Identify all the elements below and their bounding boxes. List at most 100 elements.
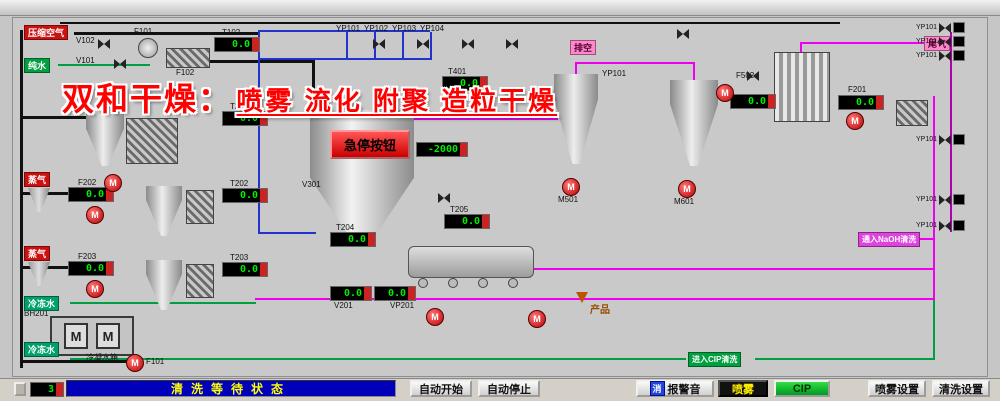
valve-icon (939, 22, 952, 33)
display-unit-tag (260, 112, 267, 125)
display-f202: 0.0 (68, 187, 114, 202)
pipe (933, 300, 935, 358)
pipe (693, 62, 695, 82)
bag-filter[interactable] (186, 190, 214, 224)
valve-label: YP101 (916, 24, 938, 31)
valve-label: YP101 (916, 196, 938, 203)
valve-label: YP101 (916, 136, 938, 143)
pipe (258, 58, 432, 60)
pipe (430, 32, 432, 58)
valve-label: YP101 (916, 222, 938, 229)
pump-f502[interactable]: M (716, 84, 734, 102)
valve-yp104-icon[interactable] (506, 39, 519, 49)
display-counter: 3 (30, 382, 64, 397)
fan-icon-f101[interactable] (138, 38, 158, 58)
pipe (575, 62, 577, 78)
cip-button[interactable]: CIP (774, 380, 830, 397)
display-unit-tag (106, 262, 113, 275)
pump[interactable]: M (104, 174, 122, 192)
display-label-t204: T204 (336, 223, 355, 232)
pump[interactable]: M (528, 310, 546, 328)
auto-start-button[interactable]: 自动开始 (410, 380, 472, 397)
valve-status-box (953, 194, 966, 205)
mute-alarm-button[interactable]: 消 报警音 (636, 380, 714, 397)
pump-m501[interactable]: M (562, 178, 580, 196)
valve-yp102-icon[interactable] (417, 39, 430, 49)
display-t201: 0.0 (222, 111, 268, 126)
valve-icon (939, 194, 952, 205)
valve-v301-icon[interactable] (437, 193, 450, 203)
display-value: 0.0 (461, 216, 480, 227)
pipe (258, 232, 316, 234)
valve-yp103-icon[interactable] (461, 39, 474, 49)
yp101-valve-widget[interactable]: YP101 (916, 220, 966, 231)
bag-filter[interactable] (126, 118, 178, 164)
display-value: 0.0 (239, 190, 258, 201)
valve-status-box (953, 36, 966, 47)
valve-v102-icon[interactable] (98, 39, 110, 49)
display-t102: 0.0 (214, 37, 260, 52)
display-label-v201: V201 (334, 301, 353, 310)
title-bar (0, 0, 1000, 16)
source-label-steam-1: 蒸气 (24, 172, 51, 187)
valve-label-yp101: YP101 (336, 24, 361, 33)
valve-icon (939, 36, 952, 47)
display-label-t201: T201 (230, 102, 249, 111)
display-unit-tag (368, 233, 375, 246)
display-label-t205: T205 (450, 205, 469, 214)
display-t203: 0.0 (222, 262, 268, 277)
yp101-valve-widget[interactable]: YP101 (916, 134, 966, 145)
pipe (58, 64, 150, 66)
display-label-f201: F201 (848, 85, 867, 94)
blower[interactable] (896, 100, 928, 126)
pipe (800, 42, 928, 44)
pump-f101[interactable]: M (126, 354, 144, 372)
display-t204: 0.0 (330, 232, 376, 247)
stream-label-naoh: 通入NaOH清洗 (858, 232, 921, 247)
yp101-valve-widget[interactable]: YP101 (916, 194, 966, 205)
pipe (258, 30, 260, 234)
pump-f201[interactable]: M (846, 112, 864, 130)
pump[interactable]: M (426, 308, 444, 326)
display-value: 0.0 (85, 189, 104, 200)
pipe (20, 30, 23, 368)
source-label-chilled-water-2: 冷冻水 (24, 342, 60, 357)
pipe (20, 360, 130, 363)
yp101-valve-widget[interactable]: YP101 (916, 50, 966, 61)
condensate-tank[interactable]: M M (50, 316, 134, 356)
pump-f203[interactable]: M (86, 280, 104, 298)
display-value: 0.0 (343, 288, 362, 299)
tank-label-bh201: BH201 (24, 309, 49, 318)
display-unit-tag (460, 143, 467, 156)
yp101-valve-widget[interactable]: YP101 (916, 36, 966, 47)
display-value: 0.0 (239, 264, 258, 275)
spray-button[interactable]: 喷雾 (718, 380, 768, 397)
emergency-stop-button[interactable]: 急停按钮 (330, 130, 411, 159)
vent-valve-icon[interactable] (676, 29, 689, 39)
pipe (60, 22, 840, 24)
valve-label-yp102: YP102 (364, 24, 389, 33)
display-f502: 0.0 (730, 94, 776, 109)
fluid-bed[interactable] (408, 246, 534, 278)
valve-yp101-icon[interactable] (372, 39, 385, 49)
valve-label-v101: V101 (76, 56, 95, 65)
valve-v101-icon[interactable] (114, 59, 127, 69)
clean-settings-button[interactable]: 清洗设置 (932, 380, 990, 397)
pump-f202[interactable]: M (86, 206, 104, 224)
bag-filter[interactable] (186, 264, 214, 298)
toolbar-icon[interactable] (14, 382, 26, 396)
heat-exchanger[interactable] (774, 52, 830, 122)
valve-yp101-mid-icon[interactable] (747, 71, 760, 81)
pipe (933, 96, 935, 300)
display-label-f202: F202 (78, 178, 97, 187)
pump-m601[interactable]: M (678, 180, 696, 198)
valve-status-box (953, 134, 966, 145)
display-value: 0.0 (855, 97, 874, 108)
yp101-valve-widget[interactable]: YP101 (916, 22, 966, 33)
heater-f102[interactable] (166, 48, 210, 68)
valve-label: YP101 (916, 38, 938, 45)
auto-stop-button[interactable]: 自动停止 (478, 380, 540, 397)
valve-label-v301: V301 (302, 180, 321, 189)
spray-settings-button[interactable]: 喷雾设置 (868, 380, 926, 397)
display-f203: 0.0 (68, 261, 114, 276)
